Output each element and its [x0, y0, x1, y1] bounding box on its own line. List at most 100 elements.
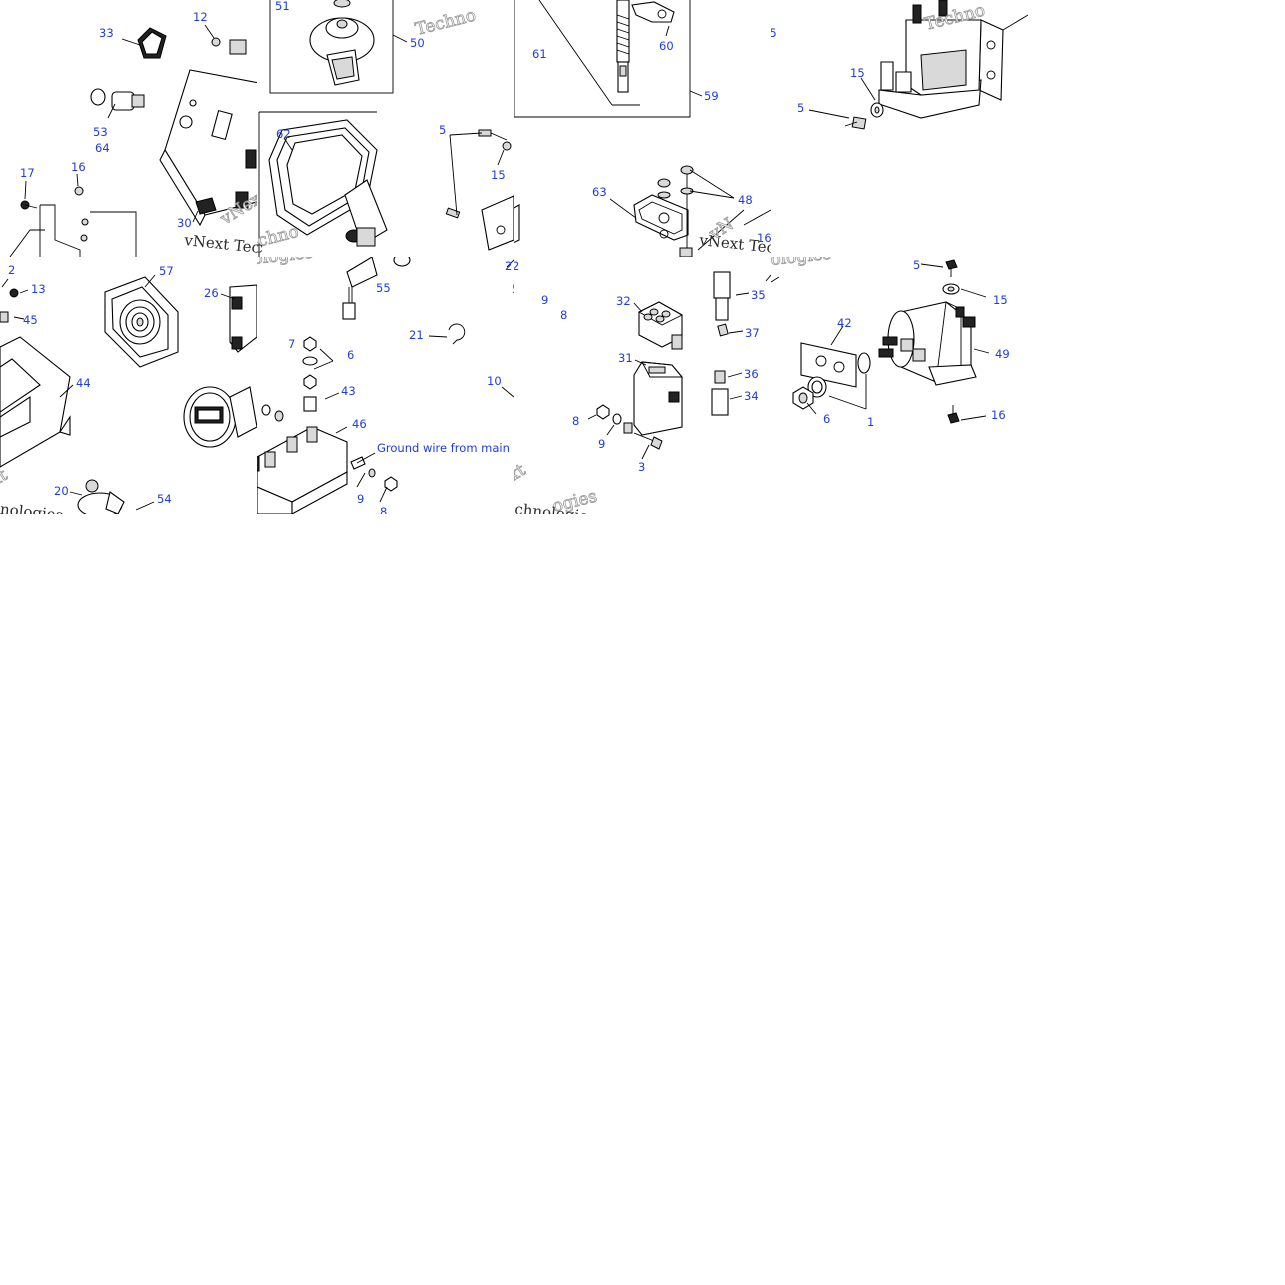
hour-meter-part — [183, 386, 257, 448]
watermark-text: vNext Tec — [183, 231, 257, 257]
callout-44: 44 — [76, 376, 91, 390]
fuse-holder-part — [616, 0, 675, 93]
callout-55: 55 — [376, 281, 391, 295]
callout-5: 5 — [439, 123, 446, 137]
callout-15: 15 — [491, 168, 506, 182]
callout-5: 5 — [913, 258, 920, 272]
solenoid-bracket-drawing: 15 15 5 Techno — [771, 0, 1028, 130]
callout-9: 9 — [541, 293, 548, 307]
callout-9: 9 — [598, 437, 605, 451]
callout-31: 31 — [618, 351, 633, 365]
watermark-text: hnologies — [0, 499, 64, 514]
callout-34: 34 — [744, 389, 759, 403]
callout-30: 30 — [177, 216, 192, 230]
callout-32: 32 — [616, 294, 631, 308]
callout-46: 46 — [352, 417, 367, 431]
tile-relays-connectors: 32 35 37 31 36 34 8 9 3 2 2 9 8 ext ogie… — [514, 257, 771, 514]
callout-36: 36 — [744, 367, 759, 381]
callout-48: 48 — [738, 193, 753, 207]
watermark-text: ologies — [257, 257, 314, 269]
callout-57: 57 — [159, 264, 174, 278]
tile-fuse-bracket: 61 60 59 63 48 16 Techno vNext Tec vN — [514, 0, 771, 257]
callout-16: 16 — [991, 408, 1006, 422]
callout-45: 45 — [23, 313, 38, 327]
callout-12: 12 — [193, 10, 208, 24]
console-housing-part — [0, 336, 71, 468]
terminal-block-part — [257, 426, 348, 514]
relays-connectors-drawing: 32 35 37 31 36 34 8 9 3 2 2 9 8 ext ogie… — [514, 259, 771, 514]
busbar-part — [800, 342, 857, 388]
callout-54: 54 — [157, 492, 172, 506]
callout-16: 16 — [757, 231, 771, 245]
callout-8: 8 — [560, 308, 567, 322]
small-fasteners — [596, 404, 663, 450]
tile-terminal-ground: 55 7 6 43 21 46 Ground wire from main ha… — [257, 257, 514, 514]
callout-2: 2 — [505, 259, 512, 273]
solenoid-bracket-part — [878, 0, 1004, 119]
callout-1: 1 — [867, 415, 874, 429]
callout-2: 2 — [8, 263, 15, 277]
watermark-text: ext — [514, 460, 529, 491]
top-fasteners — [942, 259, 960, 424]
relay-part — [633, 361, 683, 436]
bracket-part — [9, 204, 137, 257]
callout-10: 10 — [487, 374, 502, 388]
callout-15: 15 — [850, 66, 865, 80]
small-fasteners — [20, 37, 247, 242]
fuse-inset-box — [514, 0, 691, 118]
key-switch-part — [90, 88, 145, 111]
callout-61: 61 — [532, 47, 547, 61]
washers-nut-part — [792, 352, 871, 410]
callout-15: 15 — [993, 293, 1008, 307]
callout-35: 35 — [751, 288, 766, 302]
watermark-text: vNext Tec — [257, 231, 264, 257]
mount-plate-part — [633, 165, 694, 257]
callout-64: 64 — [95, 141, 110, 155]
callout-33: 33 — [99, 26, 114, 40]
callout-16: 16 — [71, 160, 86, 174]
leader-lines — [24, 24, 215, 223]
starter-solenoid-drawing: 5 15 42 49 6 1 16 ologies — [771, 257, 1010, 429]
callout-21: 21 — [409, 328, 424, 342]
washer-bolt-parts — [844, 102, 884, 130]
callout-20: 20 — [54, 484, 69, 498]
ground-wire-note: Ground wire from main ha — [377, 441, 514, 455]
dash-panel-part — [159, 69, 257, 227]
ground-wire-part — [350, 323, 466, 492]
tile-horn-light: 51 50 62 5 15 Techno vNext Techno vNext … — [257, 0, 514, 257]
tile-solenoid-bracket: 15 15 5 Techno — [771, 0, 1028, 257]
horn-part — [309, 0, 375, 86]
watermark-text: Techno — [413, 6, 478, 40]
terminal-ground-drawing: 55 7 6 43 21 46 Ground wire from main ha… — [257, 257, 514, 514]
fuse-bracket-drawing: 61 60 59 63 48 16 Techno vNext Tec vN — [514, 0, 771, 257]
callout-13: 13 — [31, 282, 46, 296]
watermark-text: ologies — [771, 257, 832, 270]
tile-console-alarm: 2 13 45 57 26 44 20 54 ext hnologies — [0, 257, 257, 514]
callout-5: 5 — [797, 101, 804, 115]
callout-53: 53 — [93, 125, 108, 139]
callout-42: 42 — [837, 316, 852, 330]
callout-51: 51 — [275, 0, 290, 13]
callout-49: 49 — [995, 347, 1010, 361]
callout-6: 6 — [823, 412, 830, 426]
callout-26: 26 — [204, 286, 219, 300]
callout-9: 9 — [357, 492, 364, 506]
rocker-switch-part — [137, 27, 167, 59]
horn-inset-box — [269, 0, 394, 94]
callout-3: 3 — [638, 460, 645, 474]
callout-60: 60 — [659, 39, 674, 53]
horn-light-drawing: 51 50 62 5 15 Techno vNext Techno vNext … — [257, 0, 514, 257]
callout-63: 63 — [592, 185, 607, 199]
tile-dash-panel: 33 12 53 64 17 16 30 vNext Tec vNex — [0, 0, 257, 257]
connector-parts — [711, 271, 731, 416]
connector-part — [229, 284, 257, 353]
callout-37: 37 — [745, 326, 760, 340]
solenoid-part — [878, 301, 977, 386]
callout-59: 59 — [704, 89, 719, 103]
terminal-stack-part — [261, 336, 318, 422]
callout-43: 43 — [341, 384, 356, 398]
callout-5: 5 — [512, 282, 514, 296]
callout-8: 8 — [380, 505, 387, 514]
tile-starter-solenoid: 5 15 42 49 6 1 16 ologies — [771, 257, 1028, 514]
